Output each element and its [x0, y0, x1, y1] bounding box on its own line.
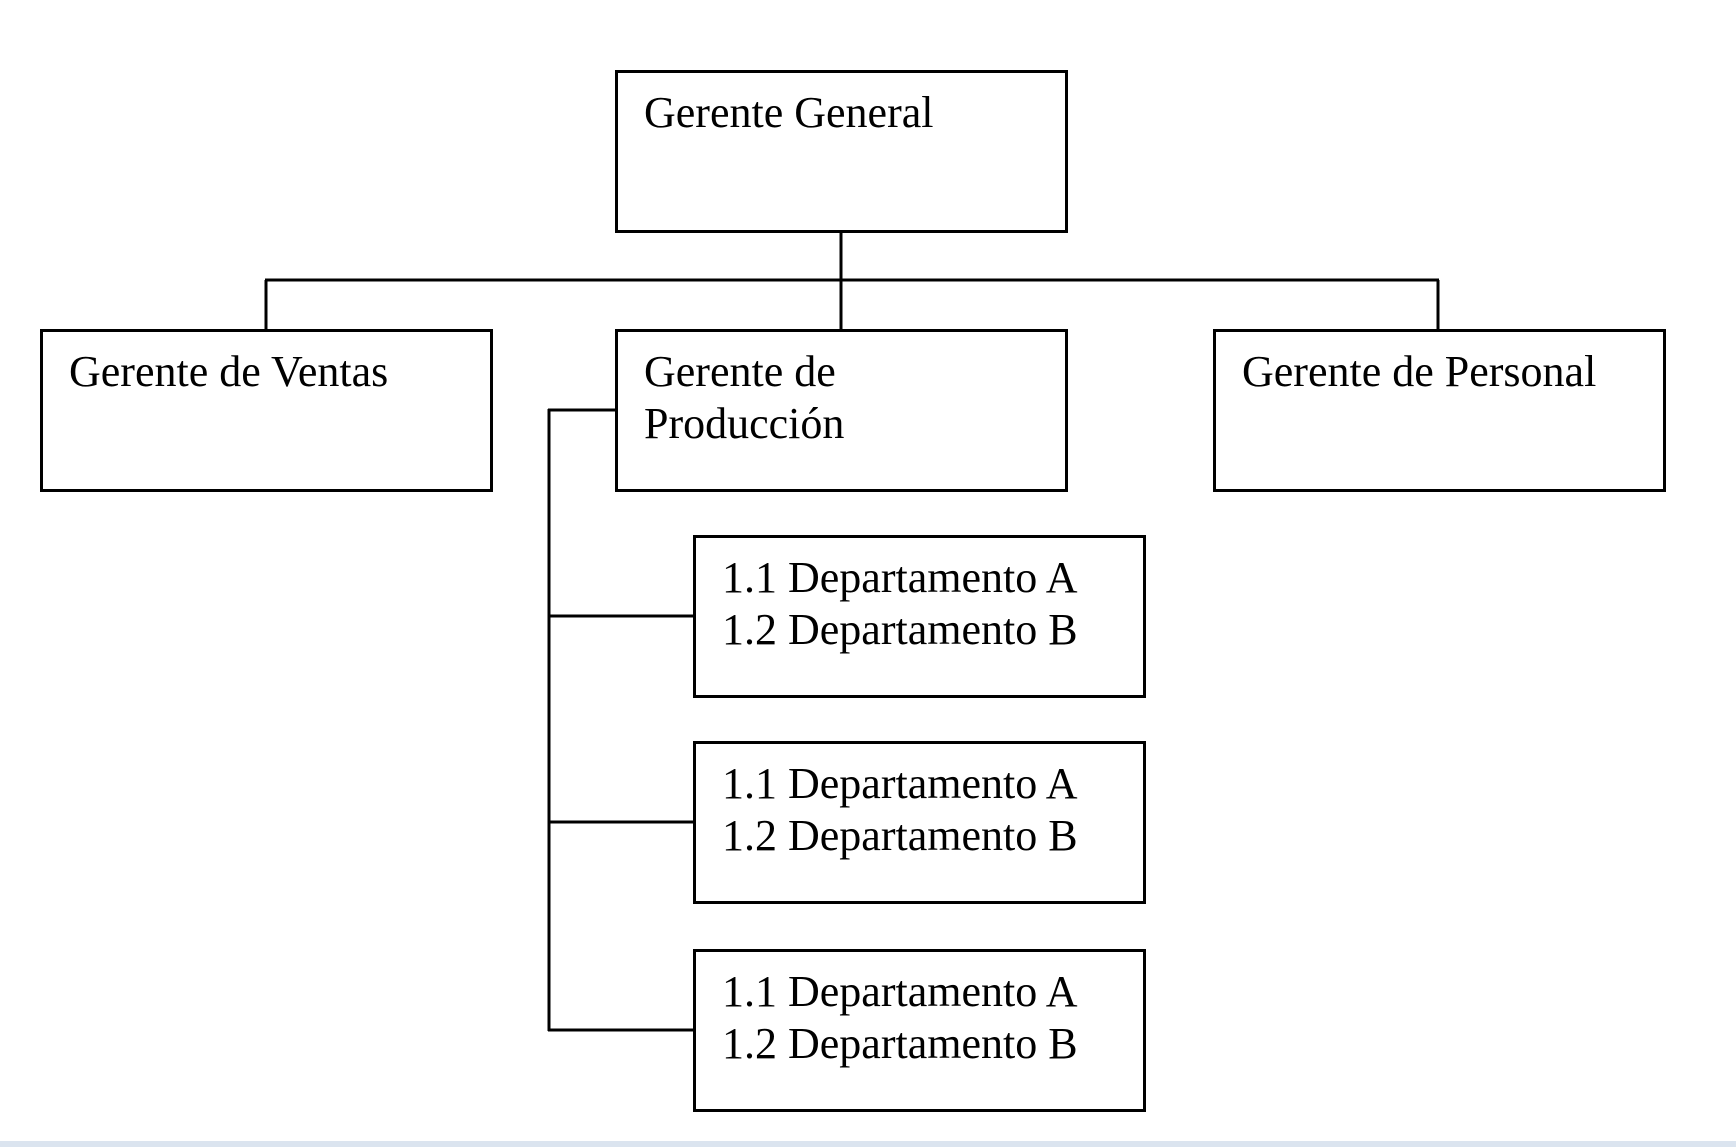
personnel-manager-label: Gerente de Personal [1242, 347, 1597, 396]
department-a-label: 1.1 Departamento A [722, 967, 1078, 1016]
production-department-box-1: 1.1 Departamento A 1.2 Departamento B [693, 535, 1146, 698]
sales-manager-label: Gerente de Ventas [69, 347, 389, 396]
bottom-edge-strip [0, 1141, 1736, 1147]
department-a-label: 1.1 Departamento A [722, 553, 1078, 602]
production-manager-box: Gerente de Producción [615, 329, 1068, 492]
production-department-box-2: 1.1 Departamento A 1.2 Departamento B [693, 741, 1146, 904]
department-b-label: 1.2 Departamento B [722, 811, 1078, 860]
department-b-label: 1.2 Departamento B [722, 1019, 1078, 1068]
general-manager-label: Gerente General [644, 88, 934, 137]
general-manager-box: Gerente General [615, 70, 1068, 233]
department-a-label: 1.1 Departamento A [722, 759, 1078, 808]
sales-manager-box: Gerente de Ventas [40, 329, 493, 492]
production-manager-label-line-2: Producción [644, 399, 845, 448]
production-department-box-3: 1.1 Departamento A 1.2 Departamento B [693, 949, 1146, 1112]
personnel-manager-box: Gerente de Personal [1213, 329, 1666, 492]
production-manager-label-line-1: Gerente de [644, 347, 836, 396]
department-b-label: 1.2 Departamento B [722, 605, 1078, 654]
